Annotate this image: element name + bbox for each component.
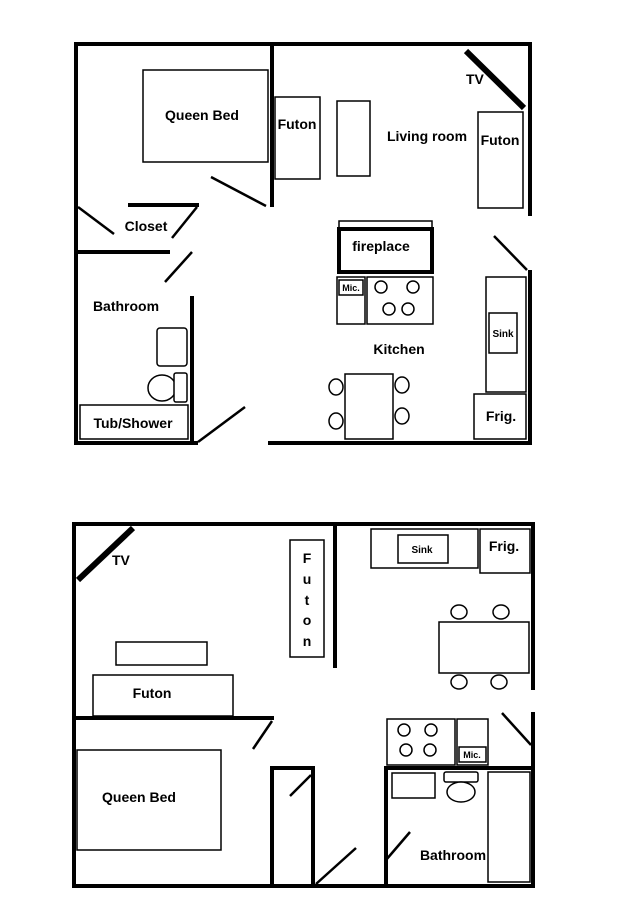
door-a-kitchen	[493, 235, 528, 271]
futon-b-vertical-letter-u: u	[303, 571, 312, 587]
door-b-entry	[315, 847, 357, 885]
coffee-table-b	[115, 641, 208, 666]
fireplace-a	[337, 227, 434, 274]
door-a-bedroom	[210, 175, 267, 208]
burner-a-1	[374, 280, 388, 294]
tv-b	[75, 525, 136, 583]
door-a-bathroom	[164, 251, 193, 283]
burner-b-3	[399, 743, 413, 757]
futon-b-vertical-letter-f: F	[303, 550, 312, 566]
microwave-b-label: Mic.	[463, 750, 481, 760]
futon-a-left	[274, 96, 321, 180]
floor-plan-b: TV F u t o n Sink Frig. Futon Mic.	[72, 522, 536, 888]
chair-a-3	[394, 376, 410, 394]
chair-b-2	[492, 604, 510, 620]
toilet-a-bowl	[147, 374, 177, 402]
stove-b	[386, 718, 456, 766]
vanity-b	[391, 772, 436, 799]
sink-a	[488, 312, 518, 354]
futon-a-right	[477, 111, 524, 209]
futon-b	[92, 674, 234, 717]
door-b-bathroom	[385, 831, 411, 861]
chair-a-4	[394, 407, 410, 425]
queen-bed-a-label: Queen Bed	[165, 107, 239, 123]
wall-a-top	[74, 42, 532, 216]
chair-a-1	[328, 378, 344, 396]
burner-a-2	[406, 280, 420, 294]
door-a-closet-right	[171, 206, 198, 239]
fridge-a	[473, 393, 527, 440]
fridge-a-label: Frig.	[486, 408, 516, 424]
burner-b-1	[397, 723, 411, 737]
tv-a-label: TV	[466, 71, 485, 87]
fireplace-a-label: fireplace	[352, 238, 410, 254]
door-a-entry	[197, 405, 246, 444]
door-b-kitchen	[501, 712, 532, 746]
tv-b-label: TV	[112, 552, 131, 568]
sink-a-label: Sink	[492, 329, 514, 340]
door-b-bedroom	[251, 720, 274, 750]
burner-a-4	[401, 302, 415, 316]
coffee-table-a	[336, 100, 371, 177]
microwave-a	[338, 279, 364, 296]
bathroom-a-label: Bathroom	[93, 298, 159, 314]
sink-b	[397, 534, 449, 564]
toilet-b-bowl	[446, 781, 476, 803]
wall-b-closet	[270, 766, 315, 888]
chair-b-1	[450, 604, 468, 620]
toilet-a-tank	[173, 372, 188, 403]
living-room-a-label: Living room	[387, 128, 467, 144]
bathroom-b-label: Bathroom	[420, 847, 486, 863]
door-a-closet-left	[77, 206, 115, 235]
tub-shower-a	[79, 404, 189, 440]
tub-shower-a-label: Tub/Shower	[93, 415, 173, 431]
futon-b-vertical	[289, 539, 325, 658]
tub-shower-b	[487, 771, 531, 883]
vanity-a	[156, 327, 188, 367]
tv-a	[463, 48, 527, 111]
kitchen-table-a	[344, 373, 394, 440]
kitchen-a-label: Kitchen	[373, 341, 424, 357]
queen-bed-a	[142, 69, 269, 163]
door-b-closet	[289, 774, 312, 797]
chair-b-4	[490, 674, 508, 690]
burner-b-4	[423, 743, 437, 757]
closet-a-label: Closet	[125, 218, 168, 234]
microwave-a-label: Mic.	[342, 283, 360, 293]
sink-b-label: Sink	[411, 545, 433, 556]
floor-plan-a: TV Queen Bed Futon Living room Futon Clo…	[74, 42, 532, 445]
kitchen-table-b	[438, 621, 530, 674]
queen-bed-b-label: Queen Bed	[102, 789, 176, 805]
toilet-b-tank	[443, 771, 479, 783]
fridge-b	[479, 528, 531, 574]
futon-b-vertical-letter-n: n	[303, 633, 312, 649]
futon-b-vertical-letter-o: o	[303, 612, 312, 628]
futon-a-left-label: Futon	[278, 116, 317, 132]
burner-b-2	[424, 723, 438, 737]
queen-bed-b	[76, 749, 222, 851]
futon-b-vertical-letter-t: t	[305, 592, 310, 608]
futon-a-right-label: Futon	[481, 132, 520, 148]
burner-a-3	[382, 302, 396, 316]
chair-b-3	[450, 674, 468, 690]
chair-a-2	[328, 412, 344, 430]
fridge-b-label: Frig.	[489, 538, 519, 554]
microwave-b	[458, 746, 487, 763]
futon-b-label: Futon	[133, 685, 172, 701]
